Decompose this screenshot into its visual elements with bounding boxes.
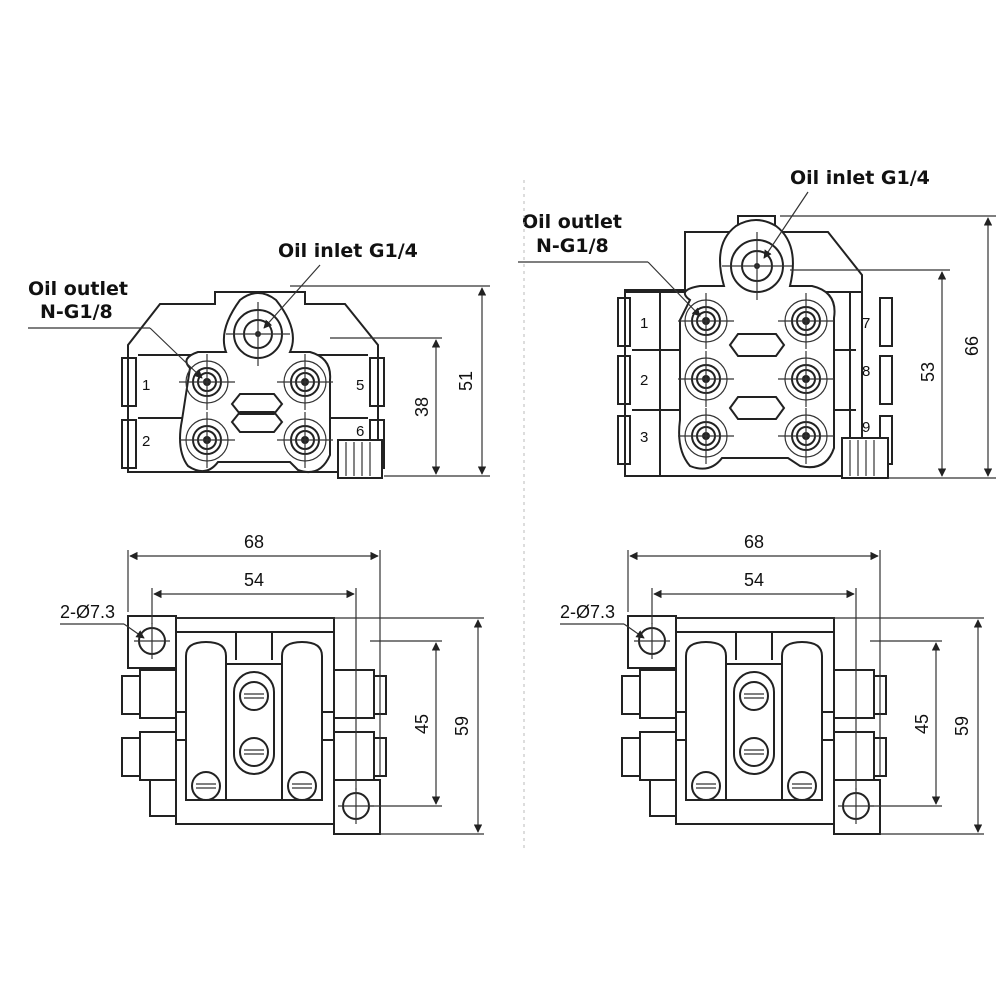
dimension-68: 68	[244, 532, 264, 552]
dimension-53: 53	[918, 362, 938, 382]
dimension-66: 66	[962, 336, 982, 356]
port-plate	[179, 292, 332, 474]
knurled-plug	[337, 439, 383, 479]
knurled-plug	[841, 437, 889, 479]
dimension-59: 59	[452, 716, 472, 736]
left-front-view: 1 2 5 6 Oil inlet G1/4 Oil outlet N-G1/8…	[28, 240, 490, 479]
dimension-54: 54	[744, 570, 764, 590]
port-number: 3	[640, 429, 648, 446]
right-front-view: 1 2 3 7 8 9 Oil inlet G1/4 Oil outlet N-…	[518, 167, 996, 479]
port-number: 6	[356, 423, 364, 440]
port-number: 5	[356, 377, 364, 394]
port-number: 9	[862, 419, 870, 436]
port-number: 1	[640, 315, 648, 332]
port-number: 8	[862, 363, 870, 380]
oil-inlet-label: Oil inlet G1/4	[790, 167, 930, 189]
port-number: 7	[862, 315, 870, 332]
right-bottom-view: 68 54 2-Ø7.3 45 59	[560, 532, 984, 835]
oil-outlet-label: Oil outlet	[28, 278, 128, 300]
dimension-38: 38	[412, 397, 432, 417]
oil-inlet-label: Oil inlet G1/4	[278, 240, 418, 262]
dimension-45: 45	[412, 714, 432, 734]
oil-outlet-label: Oil outlet	[522, 211, 622, 233]
hole-callout: 2-Ø7.3	[60, 602, 115, 622]
dimension-51: 51	[456, 371, 476, 391]
port-number: 2	[142, 433, 150, 450]
port-number: 2	[640, 372, 648, 389]
dimension-45: 45	[912, 714, 932, 734]
oil-outlet-thread-label: N-G1/8	[40, 301, 113, 323]
dimension-59: 59	[952, 716, 972, 736]
dimension-54: 54	[244, 570, 264, 590]
oil-outlet-thread-label: N-G1/8	[536, 235, 609, 257]
dimension-68: 68	[744, 532, 764, 552]
port-plate	[678, 219, 836, 470]
hole-callout: 2-Ø7.3	[560, 602, 615, 622]
port-number: 1	[142, 377, 150, 394]
left-bottom-view: 68 54 2-Ø7.3 45 59	[60, 532, 484, 835]
